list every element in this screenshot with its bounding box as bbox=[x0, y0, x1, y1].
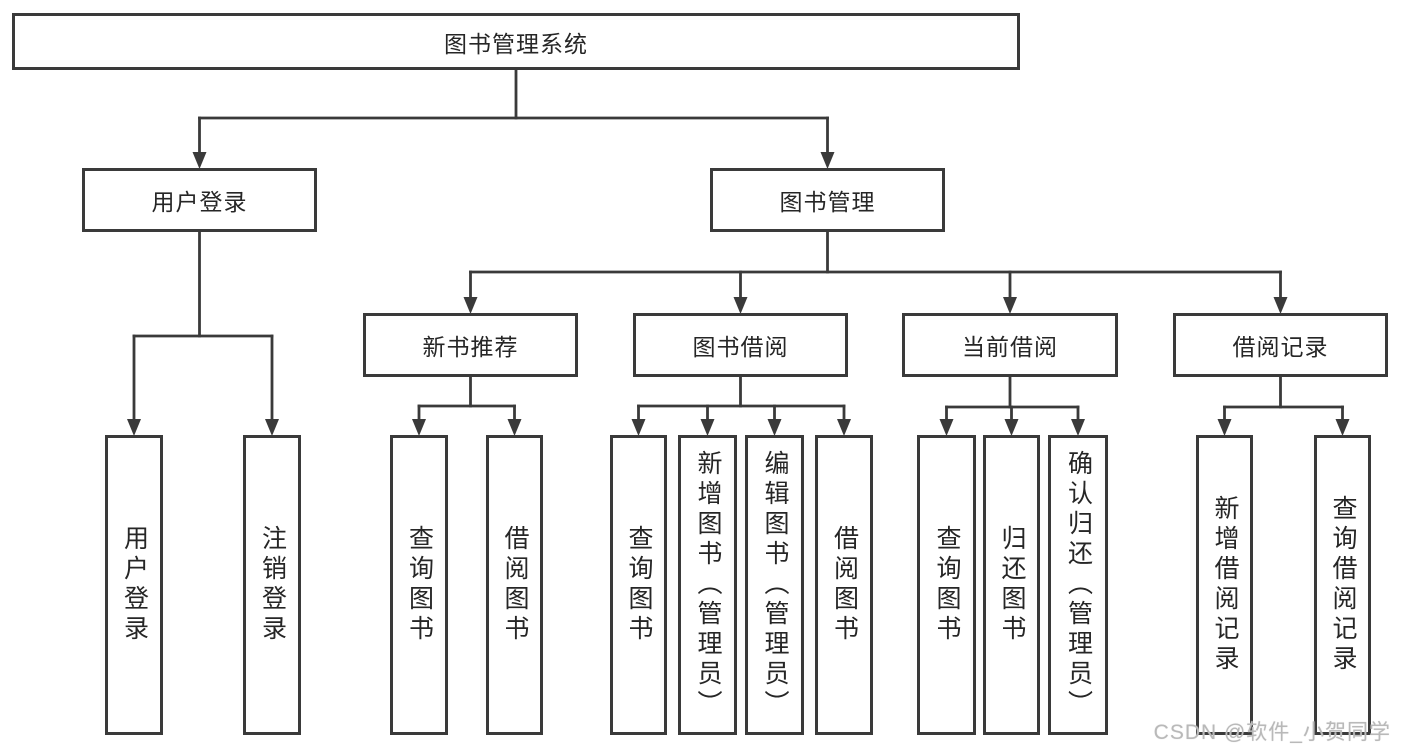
arrowhead-icon bbox=[1273, 297, 1288, 314]
arrowhead-icon bbox=[463, 297, 478, 314]
node-label: 查询图书 bbox=[625, 525, 653, 645]
node-current-borrowing: 当前借阅 bbox=[902, 313, 1118, 377]
node-leaf-nb-query: 查询图书 bbox=[390, 435, 448, 735]
arrowhead-icon bbox=[1217, 419, 1232, 436]
arrowhead-icon bbox=[507, 419, 522, 436]
node-leaf-br-query: 查询借阅记录 bbox=[1314, 435, 1371, 735]
node-label: 新增图书（管理员） bbox=[694, 450, 722, 720]
arrowhead-icon bbox=[192, 152, 207, 169]
node-borrowing-records: 借阅记录 bbox=[1173, 313, 1388, 377]
node-label: 用户登录 bbox=[120, 525, 149, 645]
node-label: 新书推荐 bbox=[422, 334, 519, 360]
node-label: 图书管理 bbox=[779, 189, 876, 215]
node-book-management: 图书管理 bbox=[710, 168, 945, 232]
node-label: 借阅图书 bbox=[501, 525, 529, 645]
node-leaf-bb-query: 查询图书 bbox=[610, 435, 667, 735]
node-label: 归还图书 bbox=[998, 525, 1026, 645]
node-leaf-bb-edit: 编辑图书（管理员） bbox=[745, 435, 804, 735]
node-label: 查询图书 bbox=[933, 525, 961, 645]
node-label: 确认归还（管理员） bbox=[1064, 450, 1093, 720]
node-label: 注销登录 bbox=[258, 525, 287, 645]
watermark: CSDN @软件_小贺同学 bbox=[1153, 721, 1391, 744]
arrowhead-icon bbox=[820, 152, 835, 169]
node-label: 当前借阅 bbox=[962, 334, 1058, 360]
node-new-book-recommend: 新书推荐 bbox=[363, 313, 578, 377]
node-label: 新增借阅记录 bbox=[1211, 495, 1239, 675]
node-label: 借阅图书 bbox=[830, 525, 859, 645]
node-label: 用户登录 bbox=[151, 189, 248, 215]
node-leaf-cb-return: 归还图书 bbox=[983, 435, 1040, 735]
node-label: 查询借阅记录 bbox=[1329, 495, 1357, 675]
arrowhead-icon bbox=[1004, 419, 1019, 436]
node-label: 借阅记录 bbox=[1232, 334, 1329, 360]
node-label: 图书管理系统 bbox=[444, 30, 588, 57]
node-book-borrowing: 图书借阅 bbox=[633, 313, 848, 377]
node-library-system: 图书管理系统 bbox=[12, 13, 1020, 70]
node-user-login: 用户登录 bbox=[82, 168, 317, 232]
arrowhead-icon bbox=[1003, 297, 1017, 314]
arrowhead-icon bbox=[265, 419, 279, 436]
node-label: 编辑图书（管理员） bbox=[761, 450, 789, 720]
arrowhead-icon bbox=[1335, 419, 1350, 436]
node-leaf-nb-borrow: 借阅图书 bbox=[486, 435, 543, 735]
arrowhead-icon bbox=[412, 419, 426, 436]
arrowhead-icon bbox=[1071, 419, 1085, 436]
arrowhead-icon bbox=[837, 419, 851, 436]
node-leaf-cb-confirm: 确认归还（管理员） bbox=[1048, 435, 1108, 735]
arrowhead-icon bbox=[631, 419, 646, 436]
node-leaf-user-login: 用户登录 bbox=[105, 435, 163, 735]
arrowhead-icon bbox=[767, 419, 782, 436]
arrowhead-icon bbox=[939, 419, 954, 436]
node-leaf-cb-query: 查询图书 bbox=[917, 435, 976, 735]
arrowhead-icon bbox=[127, 419, 141, 436]
arrowhead-icon bbox=[733, 297, 748, 314]
arrowhead-icon bbox=[700, 419, 715, 436]
node-leaf-bb-add: 新增图书（管理员） bbox=[678, 435, 737, 735]
node-label: 查询图书 bbox=[405, 525, 434, 645]
node-leaf-bb-borrow: 借阅图书 bbox=[815, 435, 873, 735]
node-label: 图书借阅 bbox=[692, 334, 789, 360]
node-leaf-logout: 注销登录 bbox=[243, 435, 301, 735]
node-leaf-br-add: 新增借阅记录 bbox=[1196, 435, 1253, 735]
